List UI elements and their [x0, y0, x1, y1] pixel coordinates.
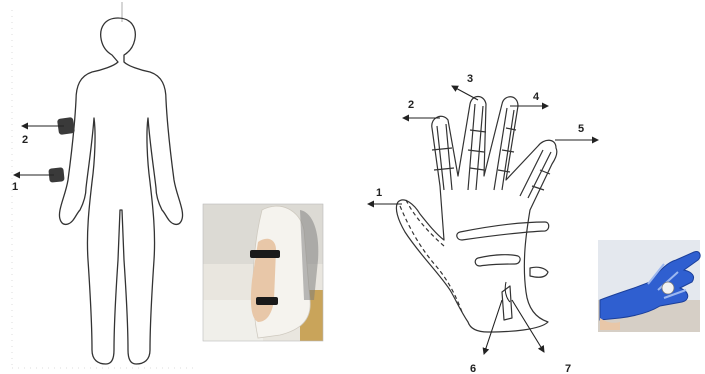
label-g2: 2	[408, 99, 414, 111]
label-g4: 4	[533, 91, 540, 103]
label-g1: 1	[376, 187, 382, 199]
arm-with-sensor-bands-photo	[203, 204, 323, 341]
finger-sensor-little	[520, 150, 551, 198]
palm-strip-3	[530, 267, 548, 277]
wrist-sensor-strip	[502, 286, 512, 320]
blue-sensor-glove-photo	[598, 240, 700, 332]
arrow-g3	[452, 86, 478, 100]
glove-callouts: 1 2 3 4 5 6 7	[368, 73, 598, 374]
human-body-diagram: 2 1	[12, 2, 195, 368]
finger-sensor-middle	[468, 104, 483, 190]
glove-outline	[396, 97, 556, 333]
arrow-g7	[512, 300, 544, 352]
label-g7: 7	[565, 363, 571, 374]
label-2: 2	[22, 134, 28, 146]
glove-diagram	[396, 97, 556, 333]
palm-strip-2	[475, 255, 520, 266]
label-g6: 6	[470, 363, 476, 374]
label-g5: 5	[578, 123, 584, 135]
body-outline	[59, 18, 182, 364]
glove-dashed-contour	[400, 206, 462, 312]
palm-strip-1	[457, 222, 549, 240]
label-1: 1	[12, 181, 18, 193]
label-g3: 3	[467, 73, 473, 85]
arrow-g6	[484, 300, 502, 354]
